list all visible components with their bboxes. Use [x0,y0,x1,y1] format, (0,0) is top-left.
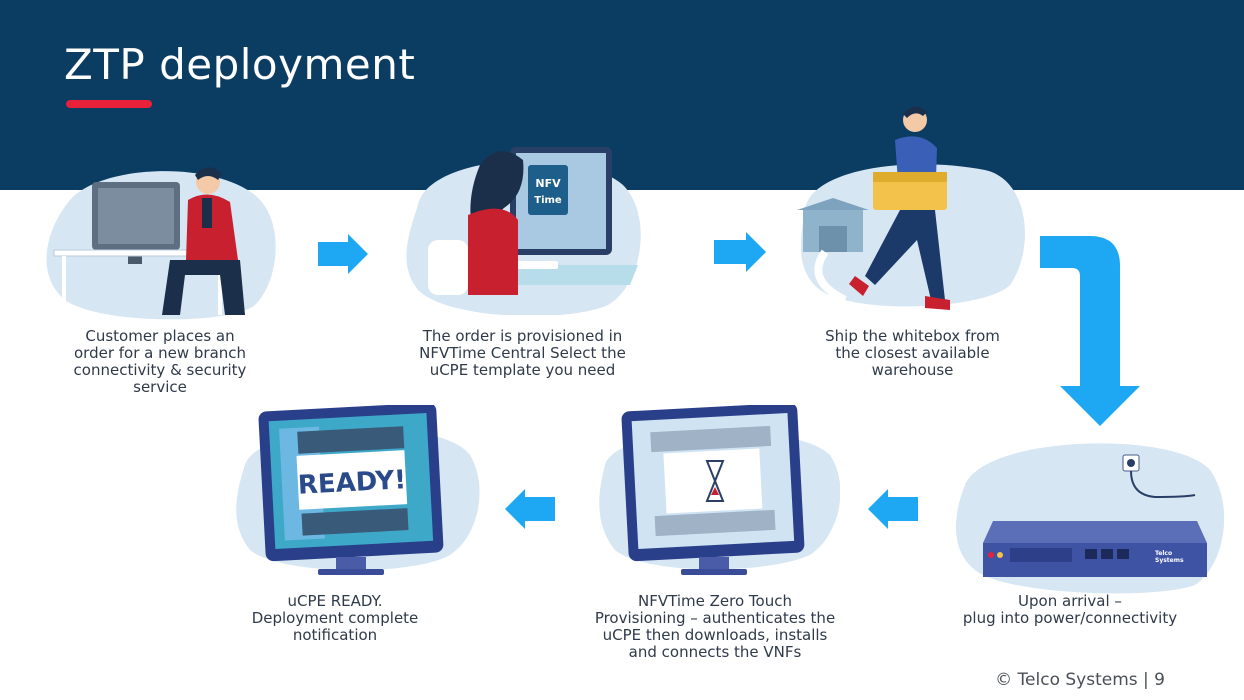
device-brand-line1: Telco [1155,550,1172,557]
ready-monitor-illustration: READY! [236,405,480,575]
caption-plug: Upon arrival – plug into power/connectiv… [945,593,1195,627]
arrow-turn-down-icon [1040,236,1140,426]
caption-ship: Ship the whitebox from the closest avail… [790,328,1035,379]
arrow-left-2-icon [505,489,555,529]
ztp-monitor-illustration [599,405,840,575]
caption-ztp: NFVTime Zero Touch Provisioning – authen… [570,593,860,661]
delivery-illustration [797,106,1025,310]
ready-screen-text: READY! [297,465,407,501]
slide-title: ZTP deployment [64,40,416,89]
caption-line: NFVTime Zero Touch [638,592,792,610]
caption-line: service [133,378,187,396]
customer-illustration [46,167,276,320]
header-band [0,0,1244,190]
caption-line: Upon arrival – [1018,592,1122,610]
caption-ready: uCPE READY. Deployment complete notifica… [225,593,445,644]
nfv-badge-line1: NFV [535,177,561,190]
device-brand-line2: Systems [1155,557,1184,564]
nfv-badge-line2: Time [534,195,562,206]
slide-footer: © Telco Systems | 9 [995,670,1165,690]
caption-line: plug into power/connectivity [962,609,1178,627]
caption-line: notification [292,626,378,644]
caption-line: Provisioning – authenticates the [594,609,836,627]
caption-line: uCPE READY. [287,592,383,610]
ucpe-device-illustration: Telco Systems [955,443,1225,594]
caption-line: connectivity & security [73,361,247,379]
caption-line: uCPE then downloads, installs [602,626,828,644]
caption-line: NFVTime Central Select the [419,344,626,362]
caption-line: and connects the VNFs [628,643,802,661]
arrow-right-1-icon [318,234,368,274]
title-underline [66,100,152,108]
caption-line: order for a new branch [73,344,247,362]
arrow-right-2-icon [714,232,766,272]
arrow-left-1-icon [868,489,918,529]
caption-provision: The order is provisioned in NFVTime Cent… [400,328,645,379]
caption-line: uCPE template you need [429,361,616,379]
caption-line: The order is provisioned in [422,327,623,345]
caption-order: Customer places an order for a new branc… [40,328,280,396]
caption-line: the closest available [835,344,990,362]
caption-line: warehouse [871,361,954,379]
caption-line: Deployment complete [251,609,419,627]
caption-line: Customer places an [85,327,235,345]
caption-line: Ship the whitebox from [825,327,1000,345]
operator-illustration: NFV Time [406,147,641,315]
